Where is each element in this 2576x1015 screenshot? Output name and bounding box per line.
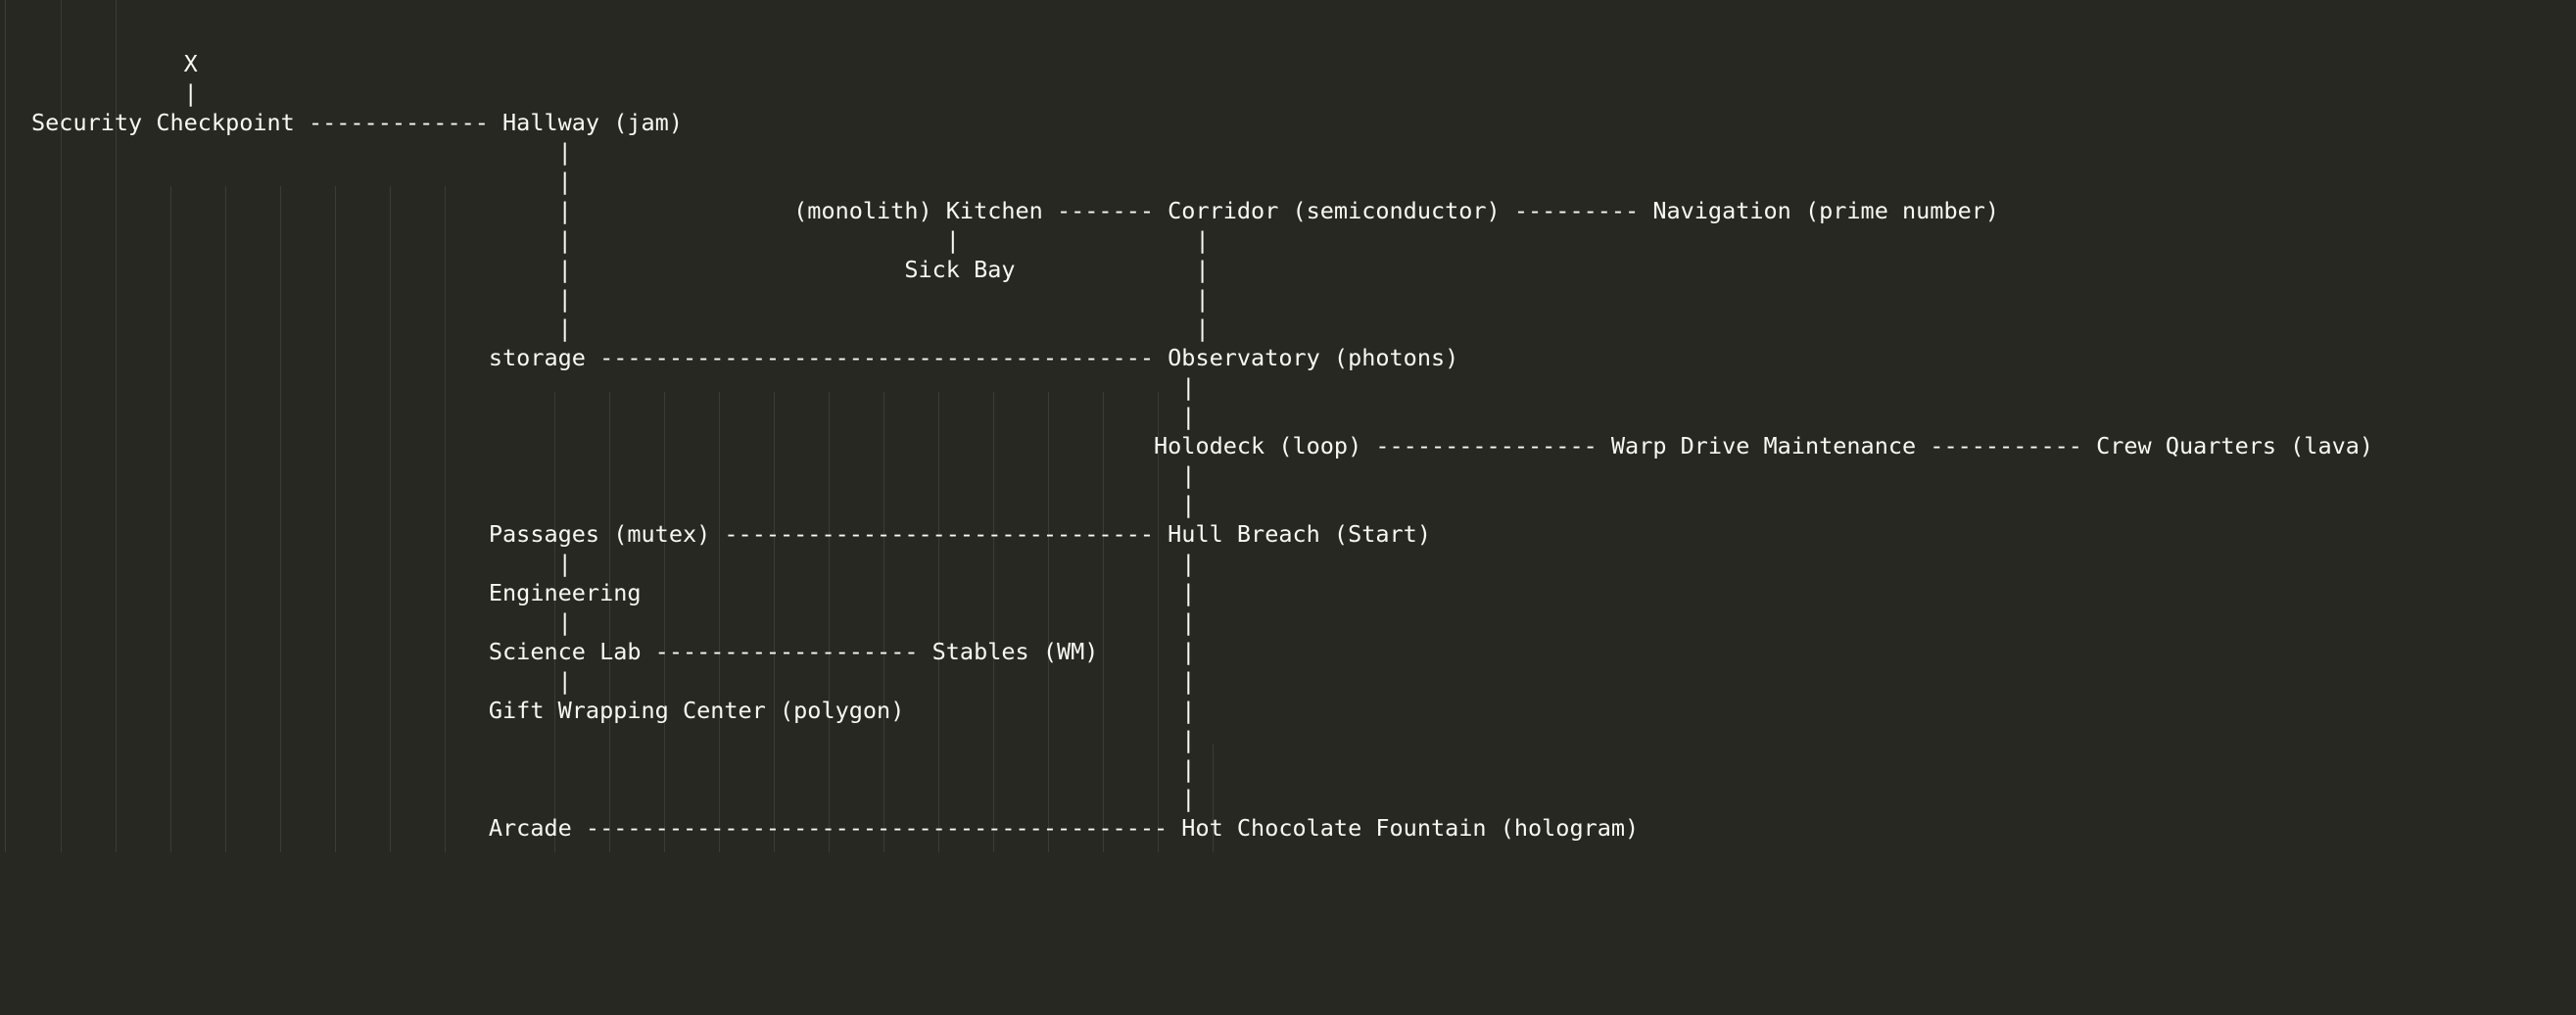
code-line: | [31, 373, 1196, 401]
code-line: | [31, 79, 198, 107]
code-line: | | [31, 550, 1196, 577]
code-line: Gift Wrapping Center (polygon) | [31, 697, 1196, 724]
code-line: | [31, 461, 1196, 489]
code-line: | [31, 726, 1196, 753]
code-line: | Sick Bay | [31, 256, 1210, 283]
code-line: | [31, 138, 572, 166]
code-line: | [31, 403, 1196, 430]
code-line: Engineering | [31, 579, 1196, 606]
code-line: | [31, 168, 572, 195]
code-line: Arcade ---------------------------------… [31, 814, 1640, 842]
code-line: | | [31, 608, 1196, 636]
map-text-block[interactable]: X |Security Checkpoint ------------- Hal… [31, 49, 2373, 843]
indent-guide [5, 0, 6, 852]
code-line: storage --------------------------------… [31, 344, 1459, 371]
code-line: | (monolith) Kitchen ------- Corridor (s… [31, 197, 2000, 224]
code-line: Holodeck (loop) ---------------- Warp Dr… [31, 432, 2374, 459]
code-line: | | | [31, 226, 1210, 254]
code-line: | [31, 755, 1196, 783]
code-line: | | [31, 285, 1210, 313]
code-line: Security Checkpoint ------------- Hallwa… [31, 109, 683, 136]
code-line: | | [31, 314, 1210, 342]
code-line: Passages (mutex) -----------------------… [31, 520, 1431, 548]
code-line: Science Lab ------------------- Stables … [31, 638, 1196, 665]
code-line: | | [31, 667, 1196, 695]
code-line: X [31, 50, 198, 77]
code-line: | [31, 785, 1196, 812]
code-line: | [31, 491, 1196, 518]
